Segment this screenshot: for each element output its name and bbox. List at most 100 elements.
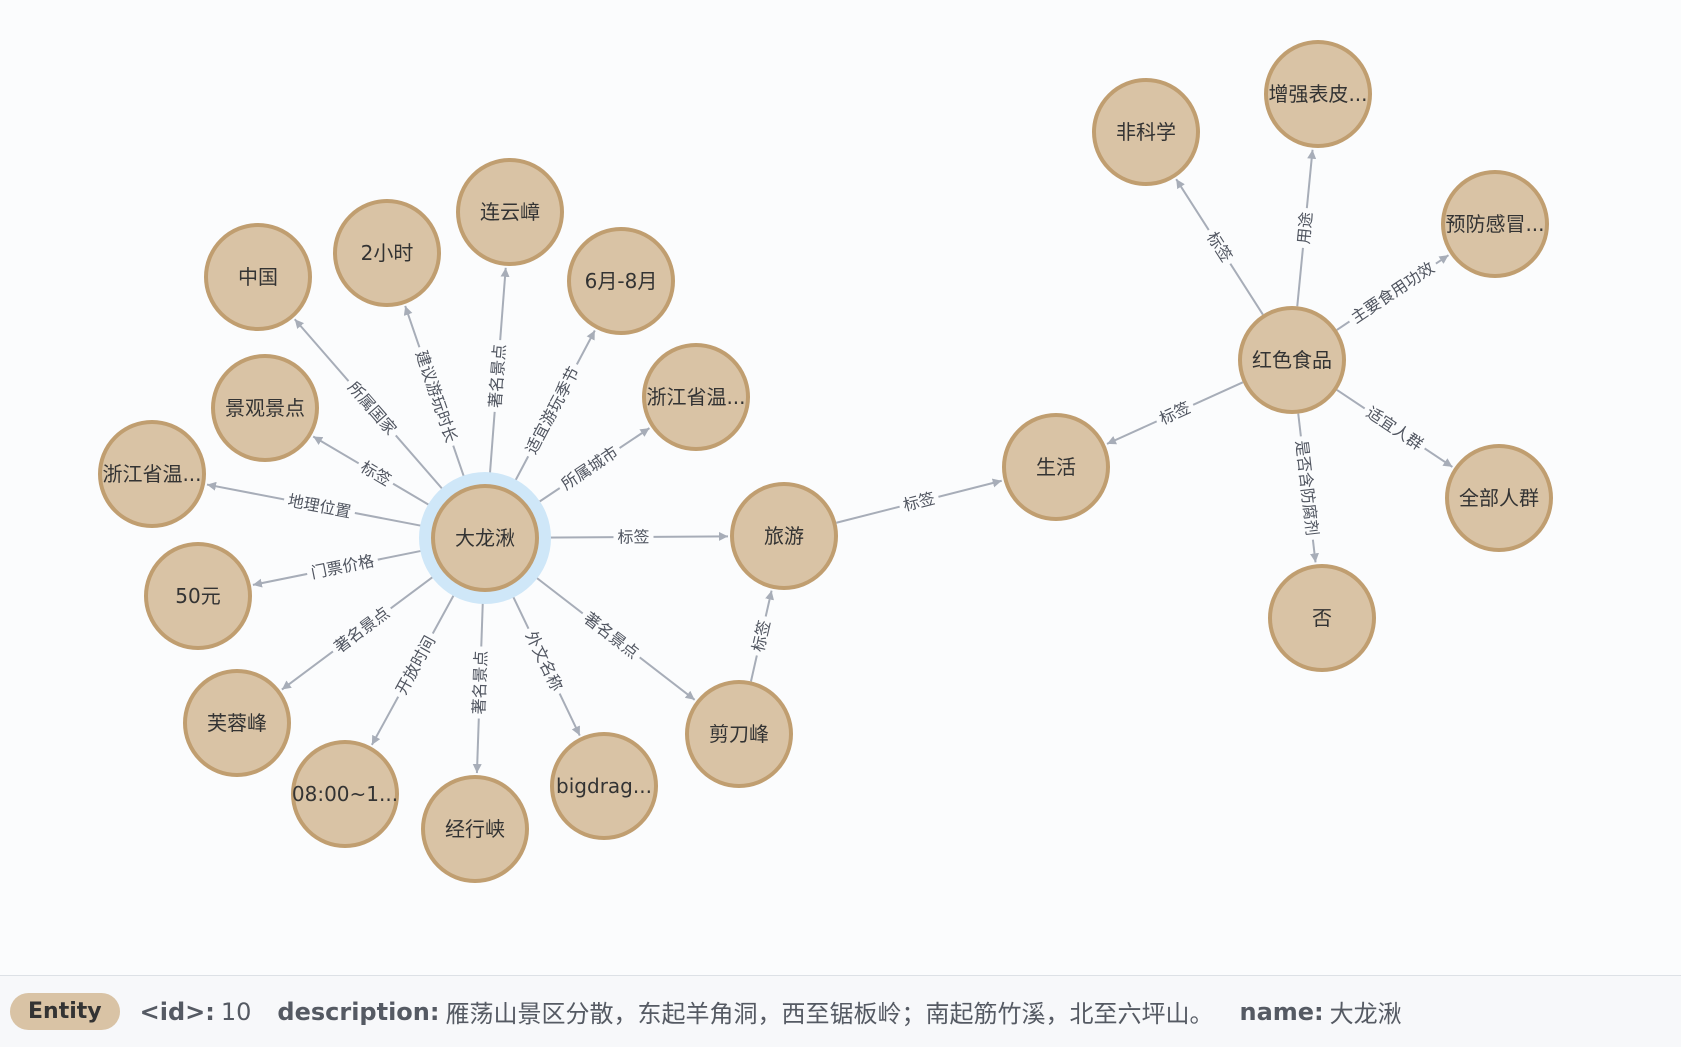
edge-label-background: [353, 454, 399, 493]
edge-label-background: [305, 549, 380, 584]
graph-svg[interactable]: 所属国家建议游玩时长著名景点适宜游玩季节所属城市标签地理位置门票价格著名景点开放…: [0, 0, 1681, 975]
edge-label-background: [613, 526, 654, 548]
node-circle[interactable]: [421, 775, 529, 883]
id-key: <id>:: [139, 997, 215, 1026]
id-value: 10: [220, 997, 252, 1026]
edge-label-background: [1293, 207, 1317, 249]
node-zhejiang2[interactable]: 浙江省温...: [98, 420, 206, 528]
node-zhongguo[interactable]: 中国: [204, 223, 312, 331]
name-value: 大龙湫: [1329, 1000, 1402, 1028]
edge-hongse-fou[interactable]: 是否含防腐剂: [1290, 413, 1323, 563]
edge-hongse-zengqiang[interactable]: 用途: [1293, 149, 1317, 307]
node-2xiaoshi[interactable]: 2小时: [333, 199, 441, 307]
node-circle[interactable]: [211, 354, 319, 462]
node-circle[interactable]: [642, 343, 750, 451]
edge-label-background: [389, 628, 442, 702]
edge-label: 著名景点: [330, 603, 393, 657]
node-jingguan[interactable]: 景观景点: [211, 354, 319, 462]
node-zengqiang[interactable]: 增强表皮...: [1264, 40, 1372, 148]
edge-label: 所属国家: [344, 378, 400, 439]
edge-label-background: [484, 339, 511, 413]
edge-dalongqiu-jingguan[interactable]: 标签: [312, 435, 440, 512]
node-zhejiang1[interactable]: 浙江省温...: [642, 343, 750, 451]
node-circle[interactable]: [1238, 306, 1346, 414]
node-quanbu[interactable]: 全部人群: [1445, 444, 1553, 552]
edge-label-background: [1290, 435, 1323, 541]
edge-label: 地理位置: [286, 491, 352, 522]
edge-label-background: [468, 646, 492, 719]
edge-label-background: [340, 374, 404, 442]
node-circle[interactable]: [456, 158, 564, 266]
node-circle[interactable]: [98, 420, 206, 528]
edge-label: 开放时间: [392, 632, 439, 697]
node-lvyou[interactable]: 旅游: [730, 482, 838, 590]
edge-label-background: [1359, 400, 1431, 457]
node-circle[interactable]: [144, 542, 252, 650]
description-value: 雁荡山景区分散，东起羊角洞，西至锯板岭；南起筋竹溪，北至六坪山。: [445, 1000, 1214, 1028]
edge-label-background: [747, 614, 776, 658]
node-circle[interactable]: [567, 227, 675, 335]
edge-dalongqiu-2xiaoshi[interactable]: 建议游玩时长: [403, 305, 469, 488]
edge-label: 是否含防腐剂: [1292, 439, 1322, 537]
edge-dalongqiu-lianyunzhang[interactable]: 著名景点: [484, 267, 511, 485]
edge-label: 标签: [748, 618, 774, 653]
node-jingxingxia[interactable]: 经行峡: [421, 775, 529, 883]
node-furongfeng[interactable]: 芙蓉峰: [183, 669, 291, 777]
edge-hongse-quanbu[interactable]: 适宜人群: [1336, 389, 1453, 468]
edge-hongse-yufang[interactable]: 主要食用功效: [1336, 254, 1450, 331]
node-50yuan[interactable]: 50元: [144, 542, 252, 650]
edge-label: 标签: [901, 489, 937, 515]
node-circle[interactable]: [1092, 78, 1200, 186]
edge-label: 建议游玩时长: [412, 348, 461, 445]
edge-dalongqiu-jingxingxia[interactable]: 著名景点: [468, 591, 492, 774]
edge-hongse-shenghuo[interactable]: 标签: [1106, 381, 1244, 445]
edge-dalongqiu-zhejiang2[interactable]: 地理位置: [206, 481, 433, 529]
node-circle[interactable]: [291, 740, 399, 848]
edge-hongse-feikexue[interactable]: 标签: [1175, 178, 1264, 316]
description-key: description:: [277, 997, 440, 1026]
edge-jiandaofeng-lvyou[interactable]: 标签: [747, 590, 776, 682]
node-circle[interactable]: [685, 680, 793, 788]
edge-label: 适宜人群: [1363, 403, 1427, 454]
edge-label: 所属城市: [558, 442, 622, 493]
node-lianyunzhang[interactable]: 连云嶂: [456, 158, 564, 266]
node-jiandaofeng[interactable]: 剪刀峰: [685, 680, 793, 788]
node-circle[interactable]: [1264, 40, 1372, 148]
node-dalongqiu[interactable]: 大龙湫: [419, 472, 551, 604]
edge-label-background: [897, 487, 941, 517]
node-circle[interactable]: [1441, 170, 1549, 278]
edge-label: 著名景点: [580, 608, 642, 662]
edge-label: 适宜游玩季节: [522, 364, 584, 458]
edge-label: 著名景点: [486, 343, 510, 408]
edge-label-background: [326, 600, 397, 660]
node-yufang[interactable]: 预防感冒...: [1441, 170, 1549, 278]
edge-label: 主要食用功效: [1347, 258, 1437, 327]
edge-dalongqiu-50yuan[interactable]: 门票价格: [252, 547, 433, 588]
node-6yue8yue[interactable]: 6月-8月: [567, 227, 675, 335]
edge-label: 用途: [1294, 211, 1316, 245]
node-shenghuo[interactable]: 生活: [1002, 413, 1110, 521]
edge-lvyou-shenghuo[interactable]: 标签: [836, 478, 1002, 524]
edge-label-background: [519, 359, 586, 462]
edge-label-background: [576, 605, 646, 666]
node-feikexue[interactable]: 非科学: [1092, 78, 1200, 186]
node-circle[interactable]: [1445, 444, 1553, 552]
node-circle[interactable]: [730, 482, 838, 590]
entity-label-badge[interactable]: Entity: [10, 993, 120, 1030]
node-circle[interactable]: [1268, 564, 1376, 672]
node-circle[interactable]: [183, 669, 291, 777]
node-fou[interactable]: 否: [1268, 564, 1376, 672]
node-circle[interactable]: [333, 199, 441, 307]
node-circle[interactable]: [1002, 413, 1110, 521]
graph-canvas[interactable]: 所属国家建议游玩时长著名景点适宜游玩季节所属城市标签地理位置门票价格著名景点开放…: [0, 0, 1681, 975]
node-hongse[interactable]: 红色食品: [1238, 306, 1346, 414]
node-circle[interactable]: [550, 732, 658, 840]
edge-label: 门票价格: [309, 551, 376, 582]
edge-dalongqiu-bigdrag[interactable]: 外文名称: [507, 586, 581, 736]
edge-label-background: [554, 439, 626, 497]
node-shijian[interactable]: 08:00~1...: [291, 740, 399, 848]
node-circle[interactable]: [204, 223, 312, 331]
edge-dalongqiu-lvyou[interactable]: 标签: [538, 526, 729, 548]
node-bigdrag[interactable]: bigdrag...: [550, 732, 658, 840]
node-circle[interactable]: [431, 484, 539, 592]
